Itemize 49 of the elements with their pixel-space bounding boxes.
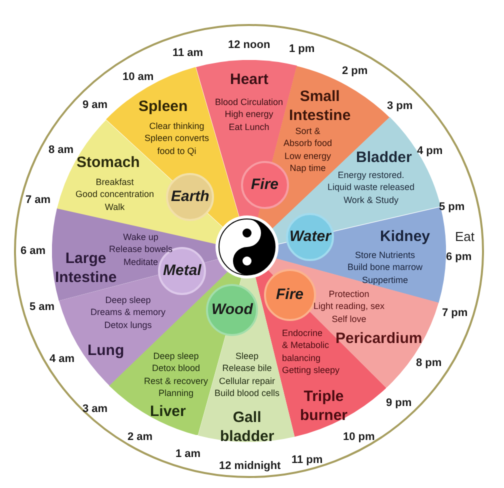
time-label: 12 noon bbox=[228, 38, 270, 52]
organ-name: Gall bladder bbox=[220, 408, 274, 446]
time-label: 5 pm bbox=[439, 200, 465, 214]
time-label: 4 am bbox=[50, 352, 75, 366]
organ-description: Blood Circulation High energy Eat Lunch bbox=[214, 96, 284, 133]
element-name: Fire bbox=[251, 176, 279, 194]
time-label: 10 pm bbox=[343, 430, 375, 444]
time-label: 1 am bbox=[176, 448, 201, 460]
time-label: 6 pm bbox=[446, 250, 472, 264]
organ-name: Heart bbox=[230, 70, 268, 90]
time-label: 7 am bbox=[26, 194, 51, 206]
organ-name: Stomach bbox=[76, 153, 140, 172]
organ-description: Sleep Release bile Cellular repair Build blood cells bbox=[214, 350, 280, 400]
time-label: 11 am bbox=[172, 46, 204, 60]
time-label: 12 midnight bbox=[219, 460, 281, 472]
organ-name: Small Intestine bbox=[289, 87, 351, 126]
time-label: 11 pm bbox=[292, 454, 323, 466]
organ-name: Bladder bbox=[356, 148, 412, 168]
time-label: 3 am bbox=[82, 402, 108, 416]
element-name: Earth bbox=[171, 188, 210, 206]
time-label: 7 pm bbox=[442, 306, 468, 320]
organ-description: Clear thinking Spleen converts food to Qi bbox=[144, 120, 210, 157]
side-note: Eat bbox=[455, 229, 475, 245]
element-name: Water bbox=[290, 228, 331, 246]
time-label: 9 am bbox=[82, 98, 108, 112]
organ-name: Triple burner bbox=[300, 386, 348, 424]
time-label: 9 pm bbox=[386, 396, 412, 410]
element-name: Metal bbox=[163, 262, 202, 280]
time-label: 2 am bbox=[128, 430, 153, 444]
time-label: 5 am bbox=[30, 300, 55, 314]
organ-name: Lung bbox=[87, 340, 124, 360]
time-label: 8 am bbox=[48, 144, 74, 156]
organ-description: Breakfast Good concentration Walk bbox=[75, 176, 154, 213]
time-label: 10 am bbox=[122, 70, 154, 84]
time-label: 2 pm bbox=[342, 64, 368, 78]
time-label: 1 pm bbox=[289, 42, 315, 56]
time-label: 4 pm bbox=[417, 144, 443, 158]
organ-description: Deep sleep Dreams & memory Detox lungs bbox=[90, 294, 166, 331]
time-label: 6 am bbox=[20, 244, 46, 258]
organ-name: Kidney bbox=[380, 227, 430, 246]
time-label: 8 pm bbox=[416, 356, 442, 370]
element-name: Fire bbox=[276, 286, 304, 304]
organ-name: Spleen bbox=[138, 97, 188, 116]
element-name: Wood bbox=[212, 301, 253, 319]
organ-description: Protection Light reading, sex Self love bbox=[314, 288, 385, 325]
organ-name: Liver bbox=[150, 402, 186, 420]
organ-description: Deep sleep Detox blood Rest & recovery Planning bbox=[144, 350, 208, 400]
time-label: 3 pm bbox=[387, 100, 413, 112]
organ-description: Store Nutrients Build bone marrow Suppertime bbox=[348, 248, 423, 286]
